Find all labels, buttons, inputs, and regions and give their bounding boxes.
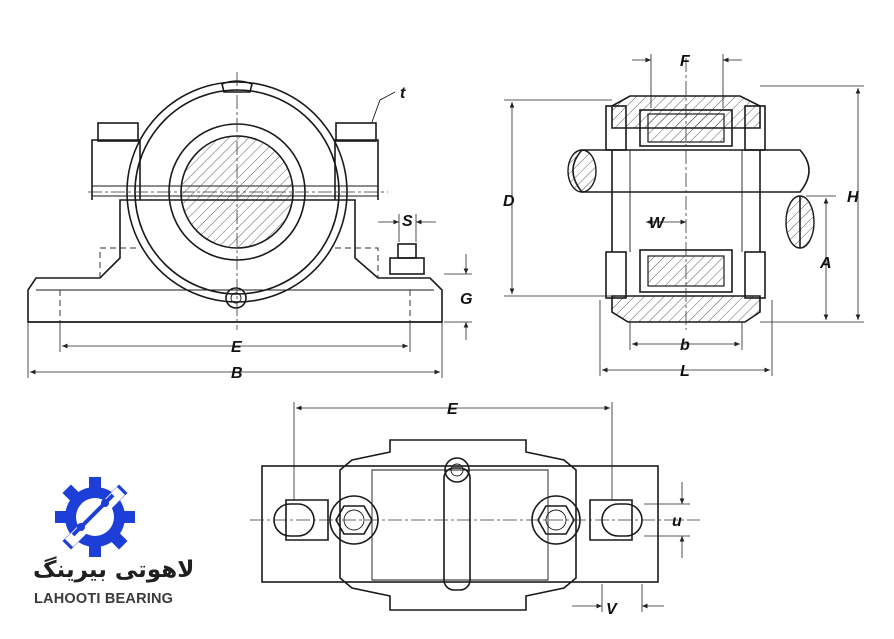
label-u: u: [672, 513, 682, 530]
gear-icon: [55, 477, 135, 557]
label-s: S: [402, 213, 413, 230]
front-view: [27, 72, 472, 378]
label-w: W: [649, 215, 666, 232]
label-l: L: [680, 363, 690, 380]
label-e-top: E: [447, 401, 459, 418]
side-section-view: [504, 54, 864, 376]
top-view: [250, 402, 700, 612]
label-d: D: [503, 193, 515, 210]
brand-logo: [55, 477, 135, 557]
label-g: G: [460, 291, 472, 308]
label-e-front: E: [231, 339, 243, 356]
brand-name-en: LAHOOTI BEARING: [34, 591, 173, 607]
label-t: t: [400, 85, 406, 102]
brand-name-fa: لاهوتی بیرینگ: [33, 556, 194, 583]
label-a: A: [819, 255, 832, 272]
label-b-front: B: [231, 365, 243, 382]
label-f: F: [680, 53, 691, 70]
label-v: V: [606, 601, 618, 618]
label-b-side: b: [680, 337, 690, 354]
label-h: H: [847, 189, 859, 206]
